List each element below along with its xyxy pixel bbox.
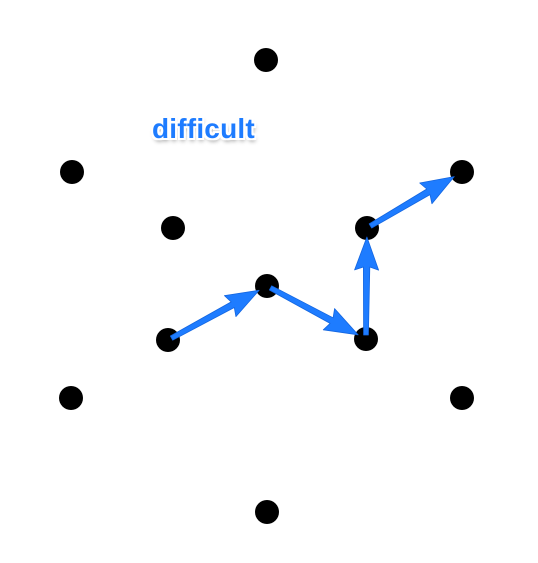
arrow-inner-right-to-upper-right bbox=[368, 176, 455, 229]
dots-layer bbox=[59, 48, 474, 524]
dot-upper-left bbox=[60, 160, 84, 184]
dot-mid-left bbox=[156, 328, 180, 352]
arrow-mid-right-to-inner-right bbox=[354, 236, 380, 336]
dot-center bbox=[255, 274, 279, 298]
difficulty-label: difficult bbox=[152, 113, 255, 144]
dot-top bbox=[254, 48, 278, 72]
dot-lower-right bbox=[450, 386, 474, 410]
dot-inner-left bbox=[161, 216, 185, 240]
arrows-layer bbox=[169, 176, 455, 341]
arrow-mid-left-to-center bbox=[169, 289, 260, 341]
dot-mid-right bbox=[354, 327, 378, 351]
dot-bottom bbox=[255, 500, 279, 524]
arrow-center-to-mid-right bbox=[268, 285, 359, 336]
dot-inner-right bbox=[355, 216, 379, 240]
dot-lower-left bbox=[59, 386, 83, 410]
dot-upper-right bbox=[450, 160, 474, 184]
